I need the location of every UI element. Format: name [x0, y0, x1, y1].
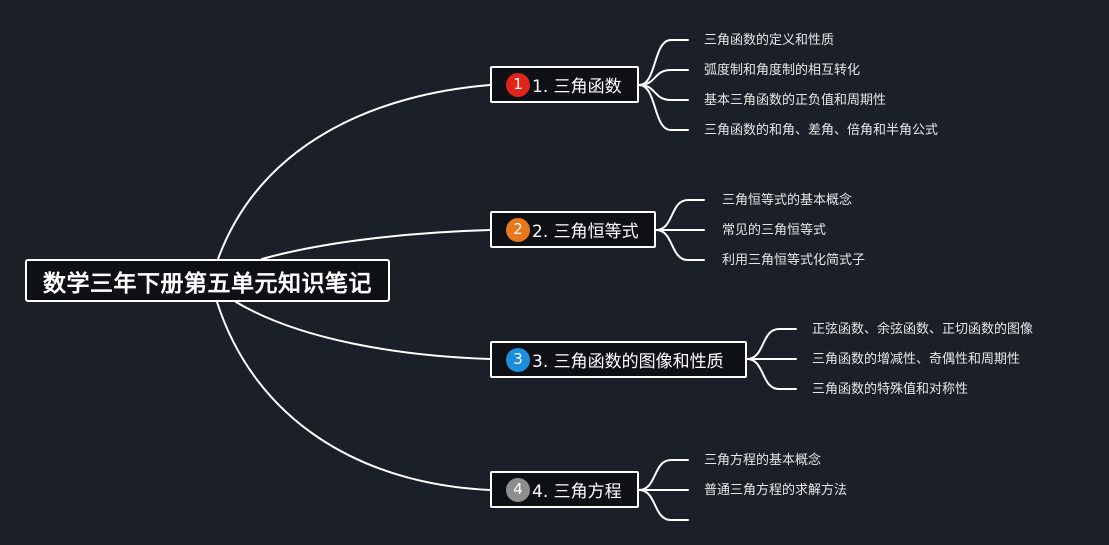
- branch-topic-3[interactable]: 3 3. 三角函数的图像和性质: [490, 341, 747, 378]
- leaf-topic-1-4[interactable]: 三角函数的和角、差角、倍角和半角公式: [704, 123, 939, 138]
- connector-root-to-branch-1: [217, 84, 491, 260]
- connector-branch-1-to-leaf-1: [638, 39, 689, 86]
- branch-topic-1[interactable]: 1 1. 三角函数: [490, 66, 639, 103]
- priority-1-icon: 1: [506, 72, 530, 97]
- connector-branch-1-to-leaf-4: [638, 84, 689, 131]
- leaf-topic-2-2[interactable]: 常见的三角恒等式: [722, 223, 827, 238]
- leaf-topic-3-1[interactable]: 正弦函数、余弦函数、正切函数的图像: [812, 322, 1034, 337]
- priority-4-icon: 4: [506, 477, 530, 502]
- priority-3-icon: 3: [506, 347, 530, 372]
- leaf-topic-1-3[interactable]: 基本三角函数的正负值和周期性: [704, 93, 887, 108]
- leaf-topic-2-1[interactable]: 三角恒等式的基本概念: [722, 193, 853, 208]
- connector-branch-4-to-leaf-3: [638, 489, 689, 521]
- leaf-topic-3-2[interactable]: 三角函数的增减性、奇偶性和周期性: [812, 352, 1021, 367]
- leaf-topic-4-2[interactable]: 普通三角方程的求解方法: [704, 483, 848, 498]
- priority-2-icon: 2: [506, 217, 530, 242]
- branch-label: 1. 三角函数: [532, 77, 622, 97]
- connector-root-to-branch-4: [216, 301, 491, 491]
- connector-branch-2-to-leaf-1: [655, 199, 705, 231]
- leaf-topic-4-1[interactable]: 三角方程的基本概念: [704, 453, 822, 468]
- branch-topic-2[interactable]: 2 2. 三角恒等式: [490, 211, 656, 248]
- connector-root-to-branch-2: [261, 229, 491, 260]
- connector-root-to-branch-3: [235, 301, 491, 360]
- branch-topic-4[interactable]: 4 4. 三角方程: [490, 471, 639, 508]
- connector-branch-3-to-leaf-1: [746, 328, 797, 360]
- connector-branch-2-to-leaf-3: [655, 229, 705, 261]
- branch-label: 2. 三角恒等式: [532, 222, 639, 242]
- leaf-topic-1-2[interactable]: 弧度制和角度制的相互转化: [704, 63, 861, 78]
- branch-label: 4. 三角方程: [532, 482, 622, 502]
- root-topic[interactable]: 数学三年下册第五单元知识笔记: [25, 259, 390, 302]
- leaf-topic-1-1[interactable]: 三角函数的定义和性质: [704, 33, 835, 48]
- connector-branch-3-to-leaf-3: [746, 358, 797, 390]
- connector-branch-4-to-leaf-1: [638, 459, 689, 491]
- leaf-topic-2-3[interactable]: 利用三角恒等式化简式子: [722, 253, 866, 268]
- branch-label: 3. 三角函数的图像和性质: [532, 352, 724, 372]
- leaf-topic-3-3[interactable]: 三角函数的特殊值和对称性: [812, 382, 969, 397]
